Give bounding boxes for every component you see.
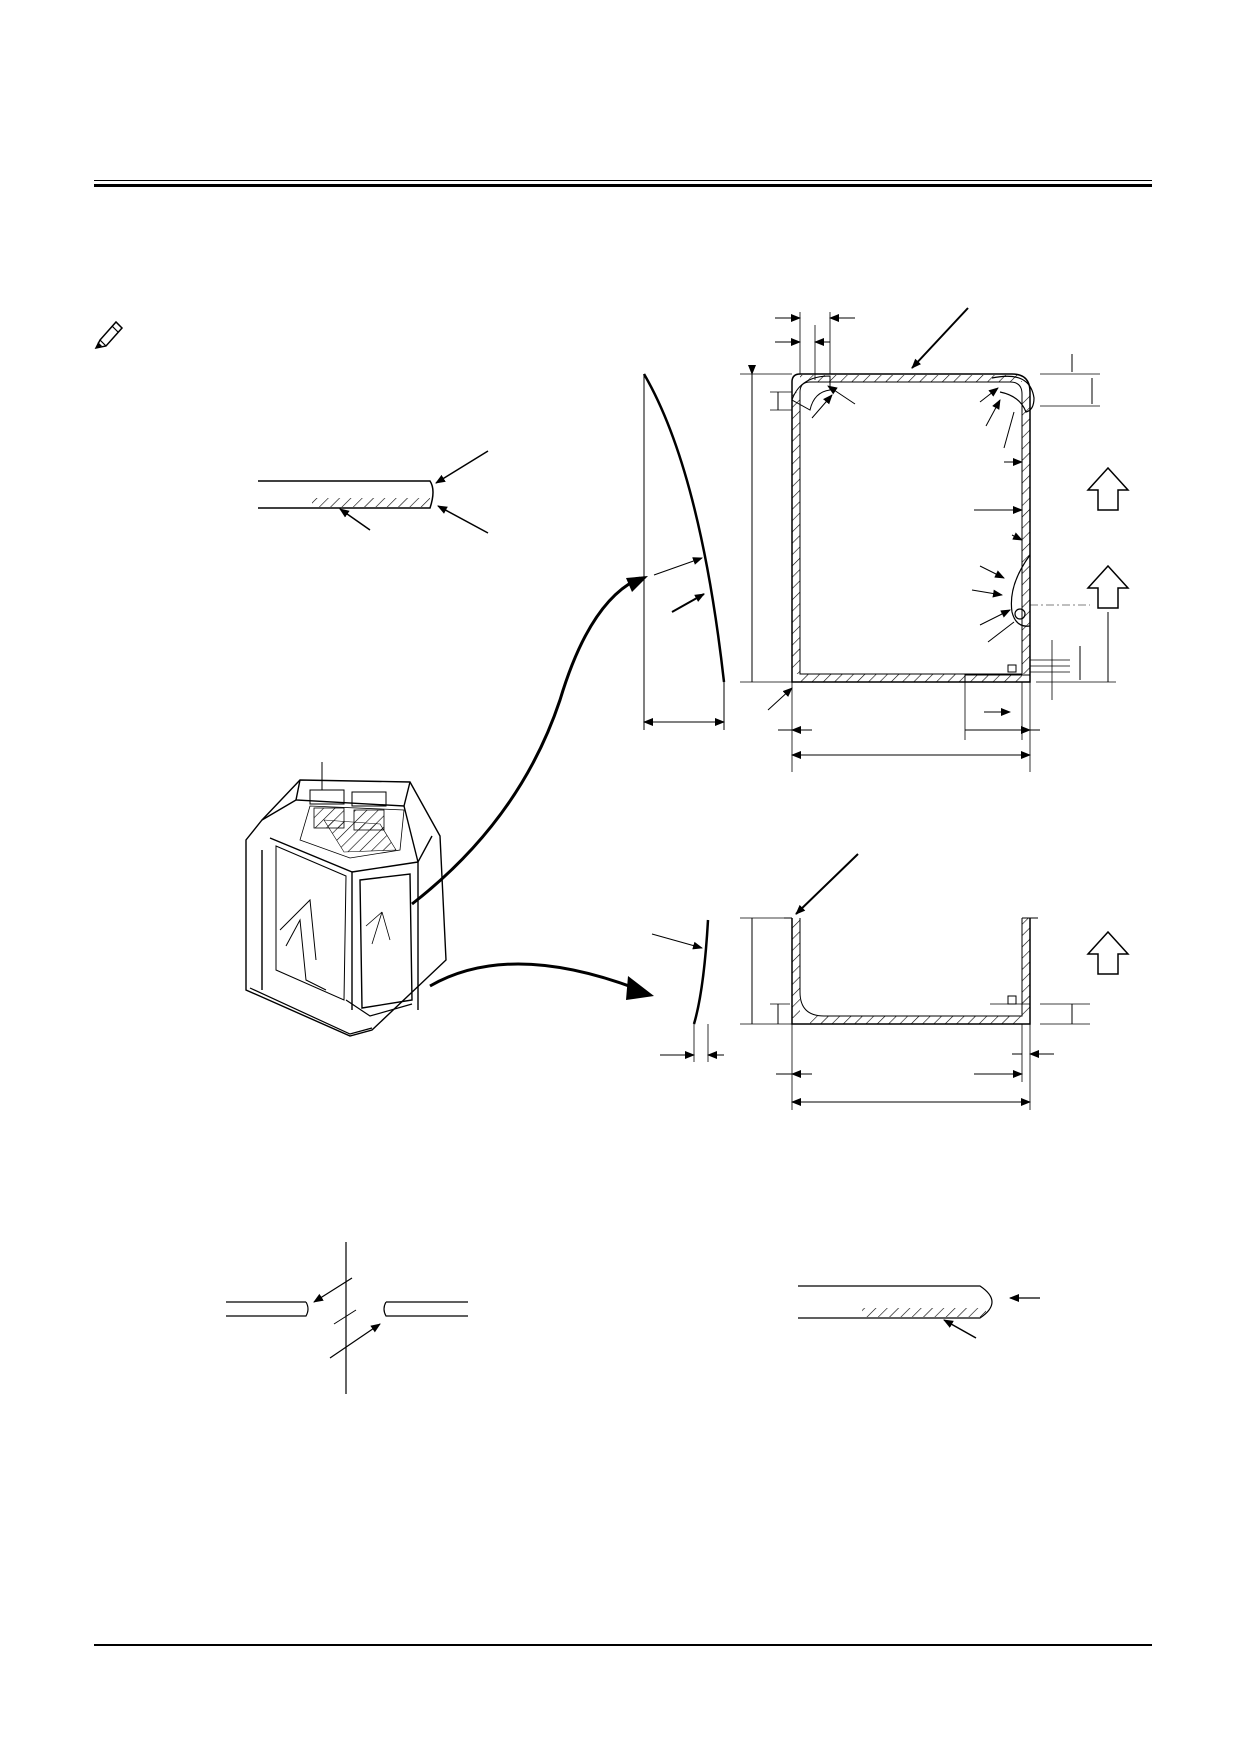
front-window-section: [642, 307, 1116, 772]
header-rule: [94, 184, 1152, 187]
header-rule-thin: [94, 180, 1152, 181]
footer-rule: [94, 1644, 1152, 1646]
joint-detail: [226, 1242, 468, 1394]
leader-arrows: [411, 576, 654, 1000]
edge-detail-top-left: [258, 450, 489, 534]
pencil-note-icon: [94, 320, 124, 350]
view-direction-arrow-icon: [1086, 466, 1130, 975]
cab-isometric: [245, 762, 447, 1037]
lower-window-section: [651, 853, 1090, 1110]
edge-detail-bottom-right: [798, 1285, 1040, 1339]
